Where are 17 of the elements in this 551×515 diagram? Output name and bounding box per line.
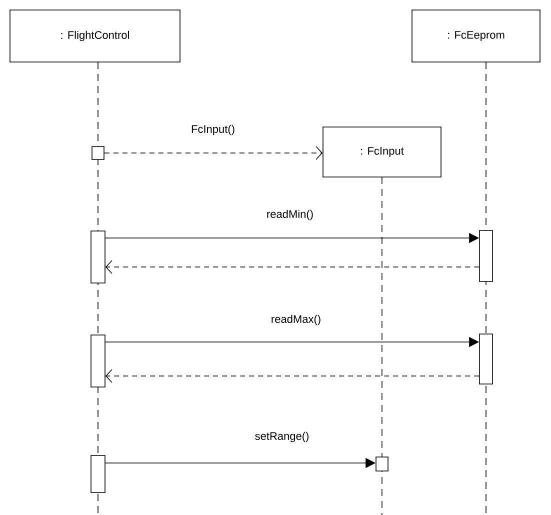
lifeline-head-box: : FcInput [322, 126, 442, 178]
message-arrow [104, 146, 323, 160]
activation-bar [90, 455, 106, 493]
edge-label: setRange() [254, 430, 310, 444]
edge-label: readMax() [270, 314, 322, 326]
activation-bar [90, 230, 106, 284]
message-arrow [105, 260, 480, 274]
activation-bar [479, 334, 493, 384]
message-arrow [105, 369, 480, 383]
activation-bar [92, 146, 104, 160]
activation-bar [90, 334, 106, 388]
lifeline-head-box: : FcEeprom [412, 10, 540, 62]
activation-bar [376, 456, 388, 472]
activation-bar [479, 230, 493, 282]
edge-label: FcInput() [190, 124, 236, 136]
lifeline-head-box: : FlightControl [10, 10, 180, 62]
edge-label: readMin() [265, 208, 315, 222]
